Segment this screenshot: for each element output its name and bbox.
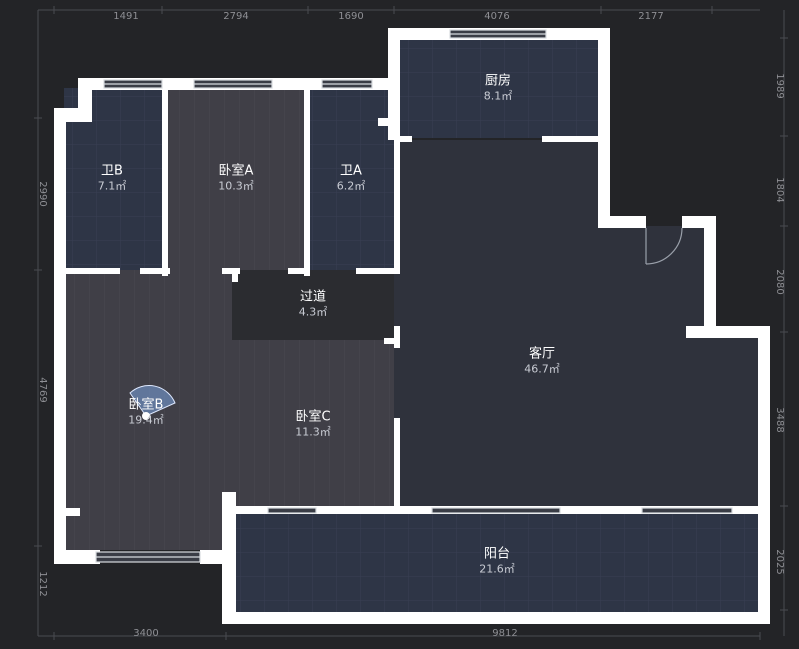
wall	[64, 268, 120, 274]
floor-bath-a	[310, 88, 394, 270]
floor-hallway	[232, 270, 394, 340]
wall	[378, 118, 400, 126]
wall	[288, 268, 310, 274]
wall	[686, 326, 770, 338]
wall	[222, 612, 770, 624]
wall	[704, 216, 716, 338]
wall	[400, 136, 412, 142]
dimension-top-3: 1690	[338, 11, 364, 22]
windows	[95, 29, 733, 563]
dimension-right-3: 2080	[774, 269, 785, 295]
wall	[598, 216, 646, 228]
dimension-right-1: 1989	[774, 73, 785, 99]
wall	[54, 550, 100, 564]
window	[641, 507, 733, 514]
wall	[356, 268, 400, 274]
floor-bedroom-c	[232, 340, 394, 508]
dimension-top-2: 2794	[223, 11, 249, 22]
wall	[200, 550, 236, 564]
wall	[66, 508, 80, 516]
wall	[394, 88, 400, 274]
wall	[222, 268, 240, 274]
dimension-right-5: 2025	[774, 549, 785, 575]
dimension-top-1: 1491	[113, 11, 139, 22]
walls	[54, 28, 770, 624]
floor-kitchen	[400, 38, 598, 138]
wall	[598, 28, 610, 228]
wall	[394, 326, 400, 348]
wall	[78, 78, 92, 108]
dimension-top-5: 2177	[638, 11, 664, 22]
dimension-left-3: 1212	[37, 571, 48, 597]
wall	[304, 88, 310, 276]
dimension-top-4: 4076	[484, 11, 510, 22]
wall	[140, 268, 170, 274]
floor-bedroom-a	[168, 88, 304, 270]
dimension-left-1: 2990	[37, 181, 48, 207]
floor-balcony	[236, 512, 758, 612]
wall	[758, 326, 770, 624]
wall	[162, 88, 168, 276]
wall	[394, 418, 400, 514]
floor-living	[394, 140, 758, 508]
camera-view-marker	[129, 385, 176, 420]
wall	[54, 108, 66, 564]
dimension-lines	[34, 6, 788, 640]
window	[431, 507, 561, 514]
wall	[232, 268, 238, 282]
floors	[64, 38, 758, 612]
dimension-right-4: 3488	[774, 407, 785, 433]
dimension-left-2: 4769	[37, 377, 48, 403]
dimension-right-2: 1804	[774, 177, 785, 203]
dimension-bottom-2: 9812	[492, 628, 518, 639]
wall	[542, 136, 602, 142]
window	[267, 507, 317, 514]
wall	[384, 338, 400, 344]
dimension-bottom-1: 3400	[133, 628, 159, 639]
entrance-door	[645, 227, 683, 265]
